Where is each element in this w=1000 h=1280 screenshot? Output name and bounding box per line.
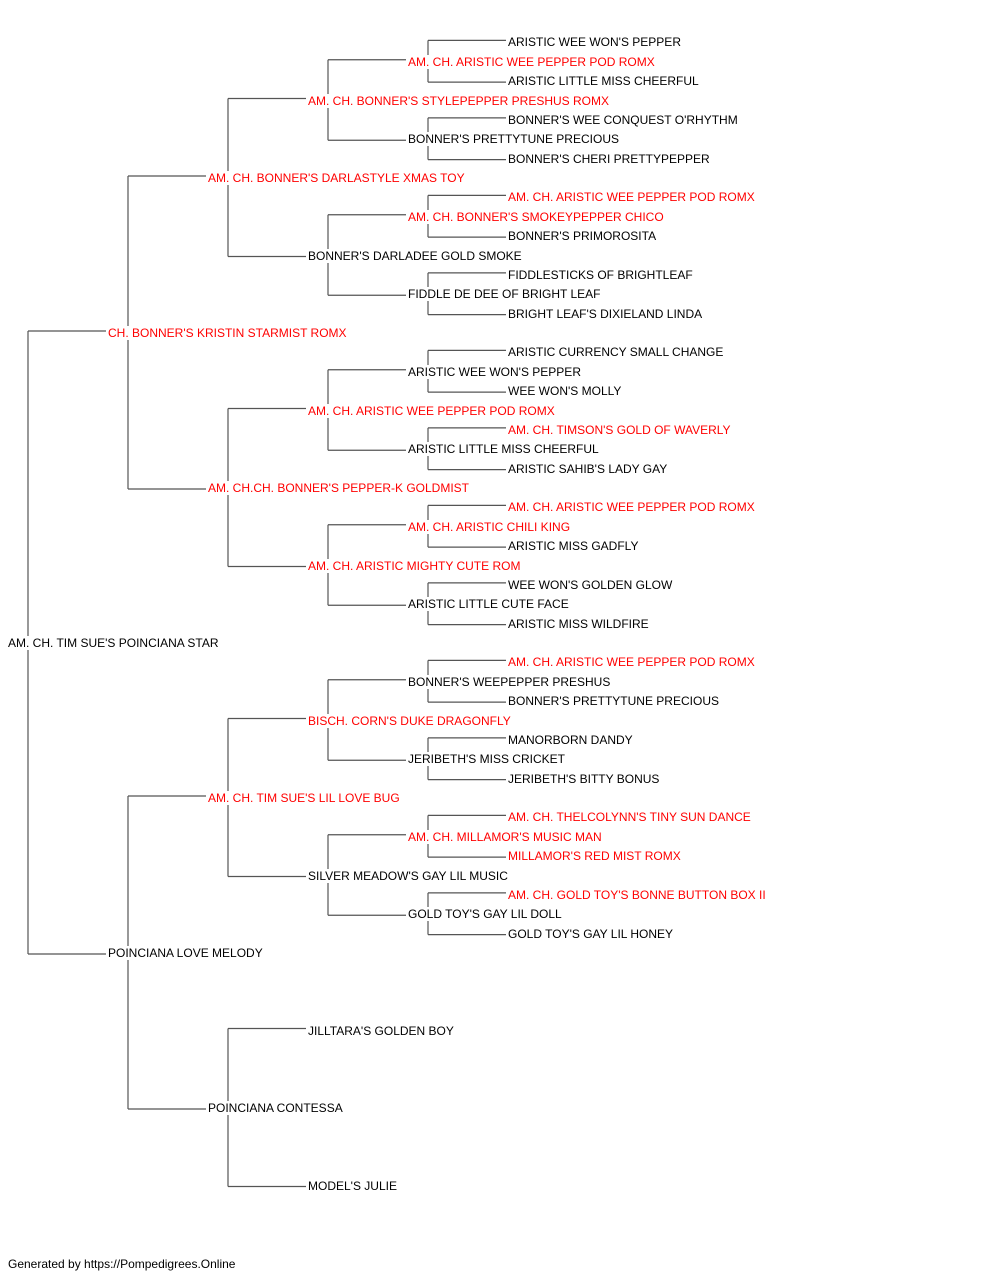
pedigree-entry: GOLD TOY'S GAY LIL HONEY — [507, 926, 675, 941]
pedigree-entry: WEE WON'S GOLDEN GLOW — [507, 577, 674, 592]
pedigree-entry: WEE WON'S MOLLY — [507, 384, 623, 399]
pedigree-entry: AM. CH. BONNER'S STYLEPEPPER PRESHUS ROM… — [307, 93, 611, 108]
pedigree-entry: ARISTIC LITTLE CUTE FACE — [407, 597, 570, 612]
pedigree-entry: AM. CH. ARISTIC WEE PEPPER POD ROMX — [507, 655, 756, 670]
pedigree-entry: JILLTARA'S GOLDEN BOY — [307, 1023, 455, 1038]
pedigree-entry: ARISTIC SAHIB'S LADY GAY — [507, 461, 669, 476]
pedigree-entry: MODEL'S JULIE — [307, 1178, 398, 1193]
pedigree-entry: MANORBORN DANDY — [507, 732, 634, 747]
pedigree-entry: ARISTIC LITTLE MISS CHEERFUL — [407, 442, 600, 457]
pedigree-entry: BONNER'S CHERI PRETTYPEPPER — [507, 151, 711, 166]
pedigree-entry: BRIGHT LEAF'S DIXIELAND LINDA — [507, 306, 704, 321]
pedigree-entry: AM. CH. ARISTIC WEE PEPPER POD ROMX — [307, 403, 556, 418]
pedigree-entry: FIDDLESTICKS OF BRIGHTLEAF — [507, 267, 694, 282]
pedigree-entry: BONNER'S WEE CONQUEST O'RHYTHM — [507, 112, 739, 127]
pedigree-entry: AM. CH. ARISTIC WEE PEPPER POD ROMX — [507, 500, 756, 515]
pedigree-entry: AM. CH.CH. BONNER'S PEPPER-K GOLDMIST — [207, 481, 470, 495]
pedigree-entry: GOLD TOY'S GAY LIL DOLL — [407, 907, 563, 922]
pedigree-entry: ARISTIC CURRENCY SMALL CHANGE — [507, 345, 725, 360]
pedigree-entry: AM. CH. ARISTIC WEE PEPPER POD ROMX — [407, 54, 656, 69]
pedigree-entry: AM. CH. ARISTIC WEE PEPPER POD ROMX — [507, 190, 756, 205]
pedigree-entry: BISCH. CORN'S DUKE DRAGONFLY — [307, 713, 512, 728]
pedigree-entry: ARISTIC MISS WILDFIRE — [507, 616, 650, 631]
pedigree-entry: AM. CH. BONNER'S DARLASTYLE XMAS TOY — [207, 171, 466, 185]
pedigree-entry: ARISTIC MISS GADFLY — [507, 539, 640, 554]
pedigree-entry: AM. CH. TIM SUE'S LIL LOVE BUG — [207, 791, 401, 805]
pedigree-entry: ARISTIC LITTLE MISS CHEERFUL — [507, 74, 700, 89]
pedigree-entry: BONNER'S DARLADEE GOLD SMOKE — [307, 248, 523, 263]
pedigree-entry: CH. BONNER'S KRISTIN STARMIST ROMX — [107, 326, 348, 340]
footer-credit: Generated by https://Pompedigrees.Online — [8, 1257, 236, 1271]
pedigree-entry: ARISTIC WEE WON'S PEPPER — [407, 364, 582, 379]
pedigree-entry: POINCIANA CONTESSA — [207, 1101, 344, 1115]
pedigree-entry: SILVER MEADOW'S GAY LIL MUSIC — [307, 868, 509, 883]
pedigree-entry: AM. CH. ARISTIC CHILI KING — [407, 519, 572, 534]
pedigree-entry: FIDDLE DE DEE OF BRIGHT LEAF — [407, 287, 602, 302]
pedigree-entry: AM. CH. ARISTIC MIGHTY CUTE ROM — [307, 558, 522, 573]
pedigree-entry: POINCIANA LOVE MELODY — [107, 946, 264, 960]
pedigree-entry: JERIBETH'S MISS CRICKET — [407, 752, 566, 767]
pedigree-entry: MILLAMOR'S RED MIST ROMX — [507, 849, 682, 864]
pedigree-entry: JERIBETH'S BITTY BONUS — [507, 771, 661, 786]
pedigree-entry: BONNER'S PRETTYTUNE PRECIOUS — [407, 132, 620, 147]
pedigree-entry: AM. CH. THELCOLYNN'S TINY SUN DANCE — [507, 810, 752, 825]
pedigree-entry: AM. CH. TIM SUE'S POINCIANA STAR — [7, 636, 220, 650]
pedigree-entry: ARISTIC WEE WON'S PEPPER — [507, 35, 682, 50]
pedigree-entry: AM. CH. TIMSON'S GOLD OF WAVERLY — [507, 422, 732, 437]
pedigree-entry: BONNER'S PRETTYTUNE PRECIOUS — [507, 694, 720, 709]
pedigree-entry: BONNER'S WEEPEPPER PRESHUS — [407, 674, 612, 689]
pedigree-entry: AM. CH. BONNER'S SMOKEYPEPPER CHICO — [407, 209, 665, 224]
pedigree-entry: AM. CH. GOLD TOY'S BONNE BUTTON BOX II — [507, 887, 767, 902]
pedigree-entry: BONNER'S PRIMOROSITA — [507, 229, 658, 244]
pedigree-entry: AM. CH. MILLAMOR'S MUSIC MAN — [407, 829, 603, 844]
